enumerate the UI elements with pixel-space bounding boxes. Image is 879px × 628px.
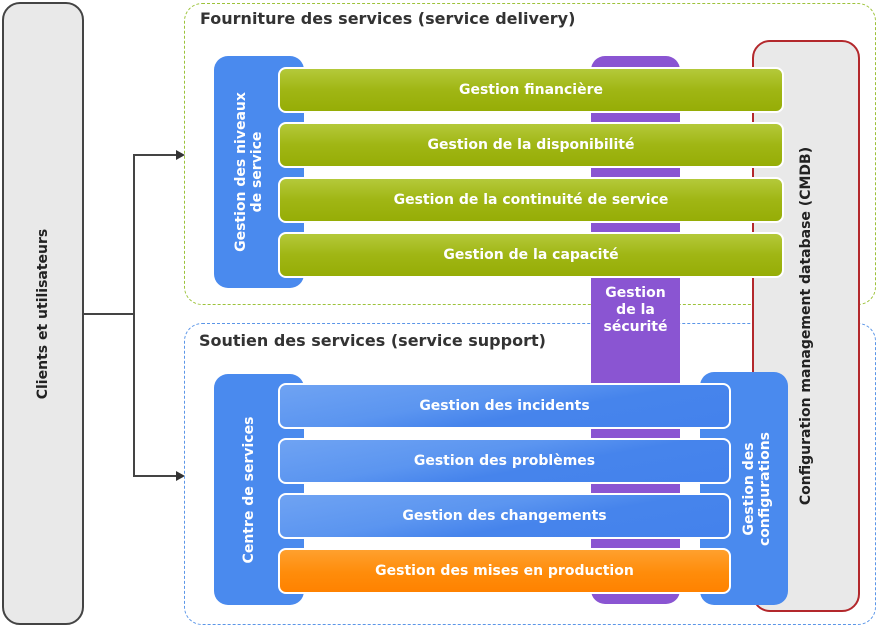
- service-delivery-title: Fourniture des services (service deliver…: [200, 9, 576, 28]
- process-financial-management: Gestion financière: [278, 67, 784, 113]
- service-desk-label: Centre de services: [240, 416, 257, 563]
- connector-to-support: [133, 475, 178, 477]
- process-incident-management: Gestion des incidents: [278, 383, 731, 429]
- connector-to-delivery: [133, 154, 178, 156]
- process-availability-management: Gestion de la disponibilité: [278, 122, 784, 168]
- arrow-to-delivery-icon: [176, 150, 185, 160]
- connector-vertical: [133, 154, 135, 476]
- service-support-group: [184, 323, 876, 625]
- clients-users-box: Clients et utilisateurs: [2, 2, 84, 625]
- process-continuity-management: Gestion de la continuité de service: [278, 177, 784, 223]
- clients-users-label: Clients et utilisateurs: [34, 228, 51, 399]
- security-management-label: Gestion de la sécurité: [603, 285, 668, 335]
- connector-horizontal: [84, 313, 134, 315]
- service-level-management-label: Gestion des niveaux de service: [232, 92, 265, 252]
- service-delivery-group: [184, 3, 876, 305]
- process-problem-management: Gestion des problèmes: [278, 438, 731, 484]
- service-support-title: Soutien des services (service support): [199, 331, 546, 350]
- arrow-to-support-icon: [176, 471, 185, 481]
- process-release-management: Gestion des mises en production: [278, 548, 731, 594]
- cmdb-label: Configuration management database (CMDB): [797, 146, 814, 506]
- process-change-management: Gestion des changements: [278, 493, 731, 539]
- configuration-management-label: Gestion des configurations: [740, 431, 773, 546]
- process-capacity-management: Gestion de la capacité: [278, 232, 784, 278]
